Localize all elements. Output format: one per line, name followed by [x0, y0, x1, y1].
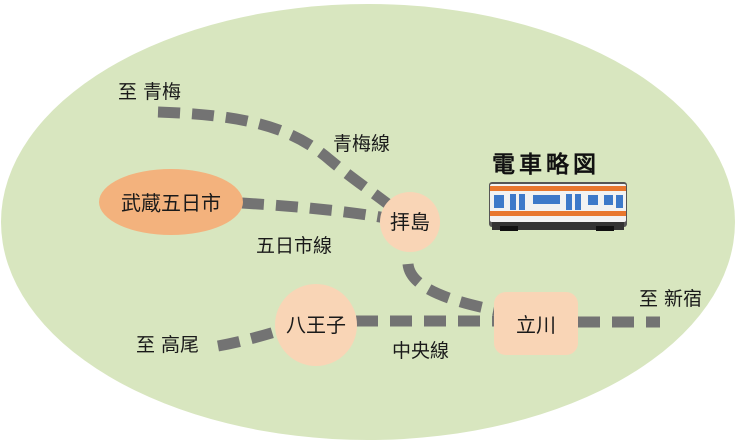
line-label-itsukaichi: 五日市線: [256, 235, 332, 257]
direction-label-shinjuku: 至 新宿: [639, 288, 702, 310]
line-label-ome: 青梅線: [333, 133, 390, 155]
station-musashi-itsukaichi[interactable]: [99, 169, 243, 235]
direction-label-ome: 至 青梅: [118, 81, 181, 103]
station-tachikawa[interactable]: [494, 292, 578, 355]
haijima-tachikawa-track: [402, 262, 506, 318]
ome-line-track: [157, 106, 414, 227]
line-label-chuo: 中央線: [392, 340, 449, 362]
station-label-hachioji: 八王子: [286, 313, 346, 337]
direction-label-takao: 至 高尾: [136, 334, 199, 356]
station-haijima[interactable]: [380, 192, 440, 252]
station-label-haijima: 拝島: [390, 210, 430, 234]
chuo-line-track-west: [217, 325, 280, 352]
station-hachioji[interactable]: [275, 284, 357, 366]
map-title: 電車略図: [492, 151, 600, 178]
station-label-musashi-itsukaichi: 武蔵五日市: [121, 191, 221, 215]
station-label-tachikawa: 立川: [516, 313, 556, 337]
train-icon: [489, 182, 627, 231]
itsukaichi-line-track: [241, 197, 387, 224]
